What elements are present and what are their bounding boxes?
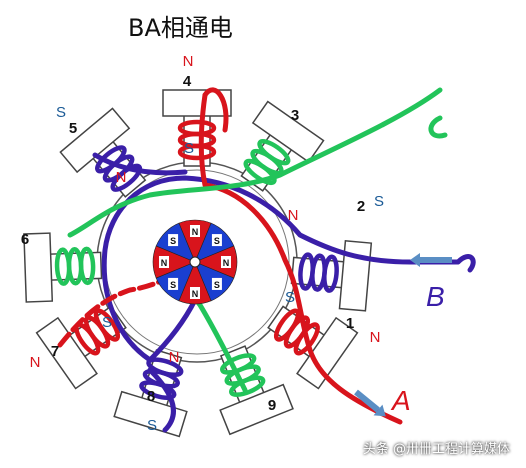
phase-c-wire [67, 87, 443, 238]
tooth-head [251, 100, 325, 163]
page-title: BA相通电 [128, 14, 233, 42]
phase-a-arrow [354, 389, 386, 417]
tooth-head [35, 316, 98, 390]
pole-s-label-4: S [184, 140, 194, 157]
phase-b-wire-2 [92, 152, 188, 176]
rotor-pole-label: S [170, 280, 176, 290]
phase-b-arrow [410, 253, 452, 267]
phase-b-terminal [455, 254, 476, 273]
rotor-label-box [190, 225, 200, 237]
pole-n-label-2: N [288, 207, 299, 224]
rotor-label-box [168, 234, 179, 247]
rotor-label-box [211, 234, 222, 247]
stator-tooth-3 [240, 100, 325, 192]
coil-loop [177, 119, 217, 137]
pole-n-label-4: N [183, 53, 194, 70]
tooth-head [162, 89, 232, 117]
pole-number-3: 3 [291, 107, 299, 124]
rotor-pole-label: N [161, 258, 168, 268]
coil-loop [322, 254, 339, 293]
pole-s-label-8: S [147, 417, 157, 434]
tooth-head [219, 383, 294, 436]
watermark: 头条 @卅卌工程计算媒体 [362, 442, 510, 457]
pole-n-label-1: N [370, 329, 381, 346]
pole-number-7: 7 [51, 343, 59, 360]
pole-n-label-8: N [169, 349, 180, 366]
phase-b-label: B [426, 281, 445, 312]
rotor-label-box [159, 256, 169, 268]
stator-tooth-2 [290, 240, 373, 312]
coil-loop [229, 375, 266, 397]
rotor-pole-label: N [192, 227, 199, 237]
pole-number-1: 1 [346, 315, 354, 332]
stator-tooth-4 [162, 89, 232, 167]
rotor-pole-label: N [223, 258, 230, 268]
tooth-head [59, 107, 131, 174]
pole-s-label-7: S [102, 314, 112, 331]
coil-loop [257, 139, 291, 166]
pole-number-5: 5 [69, 120, 77, 137]
rotor-pole-label: S [170, 236, 176, 246]
rotor-pole-label: N [192, 289, 199, 299]
phase-a-label: A [390, 385, 411, 416]
tooth-head [296, 316, 359, 390]
rotor-label-box [190, 287, 200, 299]
tooth-head [23, 232, 54, 303]
rotor-label-box [221, 256, 231, 268]
stator-tooth-7 [35, 305, 127, 390]
pole-n-label-5: N [116, 169, 127, 186]
rotor-shaft [189, 256, 201, 268]
pole-number-4: 4 [183, 73, 192, 90]
pole-number-2: 2 [357, 198, 365, 215]
pole-s-label-5: S [56, 104, 66, 121]
rotor-pole-label: S [214, 280, 220, 290]
rotor-pole-label: S [214, 236, 220, 246]
pole-number-8: 8 [147, 388, 155, 405]
phase-c-terminal [428, 115, 448, 139]
rotor-label-box [168, 277, 179, 290]
stator-tooth-8 [113, 349, 188, 438]
stator-tooth-6 [23, 232, 103, 303]
phase-b-wire [101, 175, 461, 363]
pole-number-9: 9 [268, 397, 276, 414]
coil-loop [293, 322, 320, 356]
pole-n-label-7: N [30, 354, 41, 371]
coil-loop [54, 247, 72, 286]
pole-number-6: 6 [21, 231, 29, 248]
phase-a-wire [198, 92, 403, 425]
pole-s-label-2: S [374, 193, 384, 210]
phase-b-wire-3 [147, 367, 176, 433]
pole-s-label-1: S [285, 289, 295, 306]
phase-a-wire-3 [202, 87, 229, 133]
rotor-label-box [211, 277, 222, 290]
